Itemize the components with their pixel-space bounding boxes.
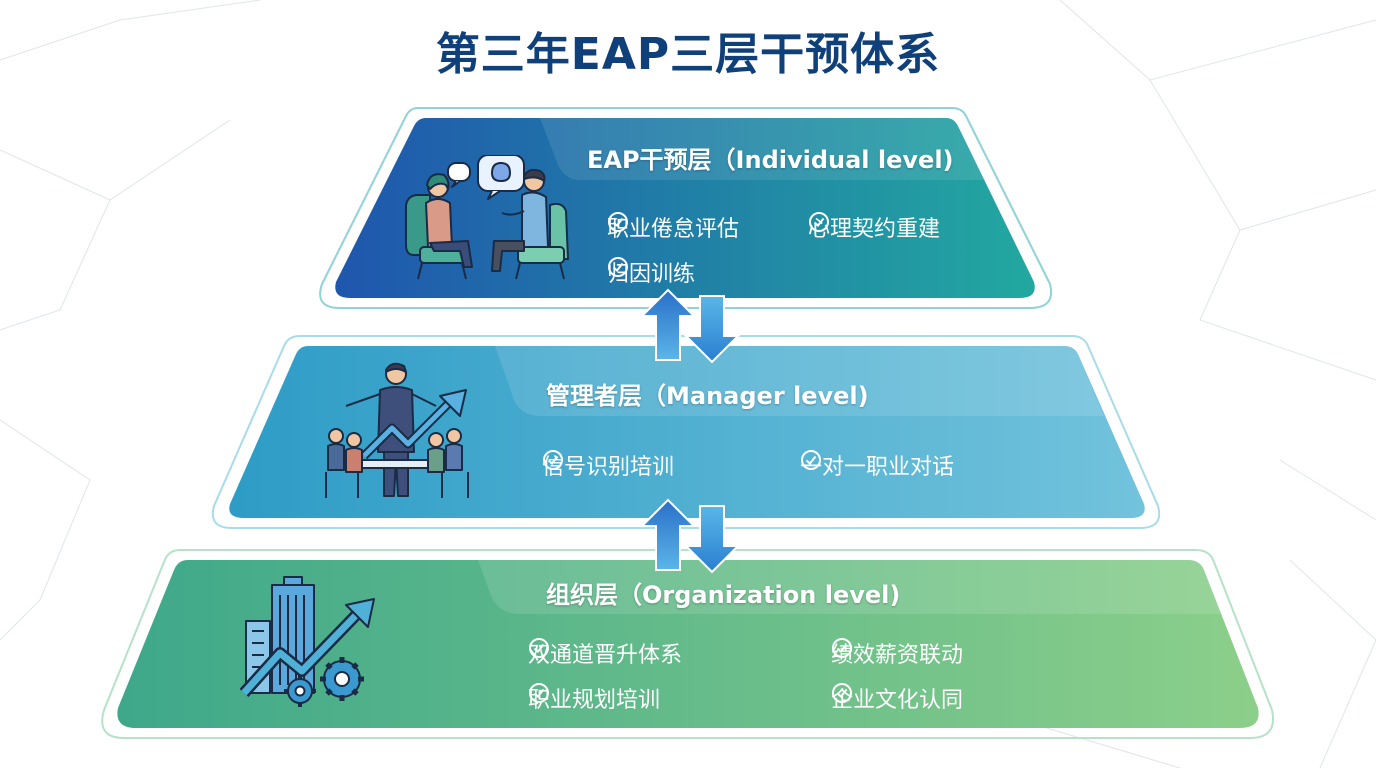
arrow-down-icon bbox=[683, 505, 741, 574]
arrows-top-middle bbox=[639, 288, 741, 364]
arrow-down-icon bbox=[683, 295, 741, 364]
page-title: 第三年EAP三层干预体系 bbox=[435, 29, 941, 80]
arrow-up-icon bbox=[639, 498, 697, 571]
arrows-middle-bottom bbox=[639, 498, 741, 574]
arrow-up-icon bbox=[639, 288, 697, 361]
